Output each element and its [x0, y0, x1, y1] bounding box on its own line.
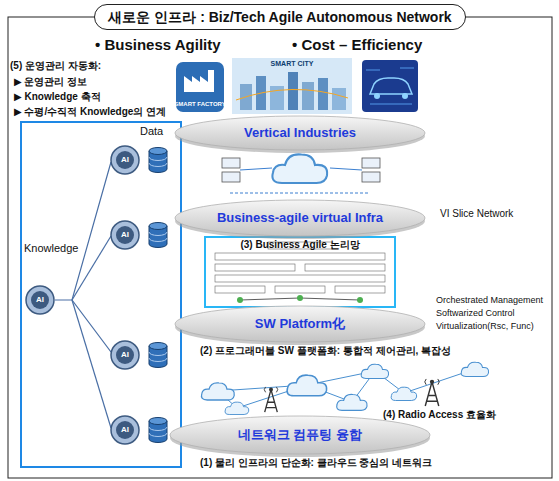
cloud-network-illustration-part	[361, 364, 388, 378]
connected-car-icon-part	[370, 78, 412, 94]
ai-icons	[26, 146, 139, 444]
cloud-network-illustration-part	[337, 394, 367, 410]
disc-face	[175, 116, 425, 150]
icon-caption: SMART FACTORY	[174, 101, 225, 108]
disc-face	[170, 416, 430, 454]
smart-city-image	[232, 58, 352, 114]
side-note: Virtualization(Rsc, Func)	[436, 321, 534, 331]
sw-platform-architecture-part	[215, 264, 295, 271]
sw-platform-architecture-part	[357, 297, 363, 303]
bullet-item: ▶ Knowledge 축적	[14, 91, 101, 103]
disc-face	[175, 306, 425, 342]
sw-platform-architecture-part	[275, 286, 325, 293]
layer-disc: SW Platform化(2) 프로그래머블 SW 플랫폼화: 통합적 제어관리…	[175, 306, 425, 342]
side-note: Orchestrated Management	[436, 295, 543, 305]
virtual-infra-illustration-part	[230, 193, 370, 194]
callout-text: (4) Radio Access 효율화	[383, 409, 496, 421]
virtual-infra-illustration-part	[272, 154, 327, 183]
ai-badge: AI	[121, 350, 129, 359]
knowledge-links-part	[72, 300, 111, 352]
database-icons-part	[149, 223, 167, 248]
icon-caption: SMART CITY	[271, 60, 314, 68]
layer-caption: (3) Business Agile 논리망	[240, 239, 359, 251]
virtual-infra-illustration-part	[362, 158, 380, 168]
knowledge-label: Knowledge	[24, 242, 78, 255]
smart-city-image-part	[288, 72, 298, 110]
cloud-network-illustration-part	[425, 379, 440, 406]
sw-platform-architecture-part	[215, 253, 385, 260]
database-icons-part	[149, 418, 167, 443]
virtual-infra-illustration-part	[362, 172, 380, 182]
database-icons-part	[149, 343, 167, 368]
connected-car-icon-part	[362, 60, 418, 112]
sw-platform-architecture-part	[305, 264, 385, 271]
ai-icons-part	[26, 286, 54, 314]
connected-car-icon-part	[402, 93, 408, 99]
cloud-network-illustration-part	[264, 387, 278, 412]
outer-frame	[8, 17, 552, 478]
layer-disc: Vertical Industries	[175, 116, 425, 150]
smart-city-image-part	[302, 82, 314, 110]
sw-platform-architecture-part	[237, 297, 243, 303]
layer-caption: (2) 프로그래머블 SW 플랫폼화: 통합적 제어관리, 복잡성	[200, 345, 451, 357]
ai-icons-part	[111, 221, 139, 249]
side-note: VI Slice Network	[440, 208, 513, 220]
connected-car-icon-part	[366, 68, 414, 104]
cloud-network-illustration-part	[287, 375, 327, 396]
diagram-title: 새로운 인프라 : Biz/Tech Agile Autonomous Netw…	[108, 9, 451, 25]
ai-icons-part	[111, 146, 139, 174]
layer-disc: 네트워크 컴퓨팅 융합(1) 물리 인프라의 단순화: 클라우드 중심의 네트워…	[170, 416, 430, 454]
database-icons-part	[149, 148, 167, 173]
cloud-network-illustration-part	[391, 387, 417, 400]
cloud-network-illustration-part	[225, 402, 249, 414]
side-note: Softwarized Control	[436, 308, 515, 318]
layer-name: Business-agile virtual Infra	[217, 211, 383, 226]
knowledge-links-part	[72, 300, 111, 428]
sw-platform-architecture-part	[335, 286, 385, 293]
database-icons	[149, 148, 167, 443]
sw-platform-architecture-part	[205, 237, 395, 307]
sw-platform-architecture-part	[215, 275, 385, 282]
disc-face	[175, 200, 425, 236]
sw-platform-architecture	[205, 237, 395, 307]
smart-city-image-part	[332, 88, 346, 110]
section-heading: • Cost – Efficiency	[292, 36, 422, 53]
knowledge-panel: DataKnowledge	[20, 121, 182, 468]
ai-badge: AI	[121, 230, 129, 239]
smart-city-image-part	[318, 78, 328, 110]
sw-platform-architecture-part	[215, 286, 265, 293]
layer-caption: (1) 물리 인프라의 단순화: 클라우드 중심의 네트워크	[200, 457, 432, 469]
layer-name: Vertical Industries	[244, 126, 356, 141]
outer-frame-part	[8, 17, 552, 478]
smart-factory-icon-part	[184, 70, 214, 92]
section-heading: • Business Agility	[95, 36, 221, 53]
layer-name: 네트워크 컴퓨팅 융합	[238, 428, 362, 443]
cloud-network-illustration-part	[461, 362, 488, 376]
bullet-item: ▶ 운영관리 정보	[14, 76, 87, 88]
title-box: 새로운 인프라 : Biz/Tech Agile Autonomous Netw…	[94, 4, 466, 30]
layer-disc: Business-agile virtual Infra(3) Business…	[175, 200, 425, 236]
feature-heading: (5) 운영관리 자동화:	[10, 60, 101, 72]
bullet-item: ▶ 수평/수직적 Knowledge의 연계	[14, 106, 166, 118]
knowledge-links	[55, 162, 111, 428]
smart-city-image-part	[236, 89, 348, 100]
ai-badge: AI	[121, 155, 129, 164]
virtual-infra-illustration	[222, 154, 380, 193]
ai-badge: AI	[36, 295, 44, 304]
data-label: Data	[140, 125, 163, 138]
virtual-infra-illustration-part	[222, 158, 240, 168]
knowledge-links-part	[55, 162, 111, 300]
virtual-infra-illustration-part	[222, 172, 240, 182]
layer-name: SW Platform化	[255, 317, 345, 332]
smart-city-image-part	[232, 58, 352, 114]
ai-icons-part	[111, 416, 139, 444]
cloud-network-illustration	[201, 362, 488, 414]
cloud-network-illustration-part	[201, 383, 234, 400]
connected-car-icon	[362, 60, 418, 112]
ai-icons-part	[111, 341, 139, 369]
connected-car-icon-part	[374, 93, 380, 99]
ai-badge: AI	[121, 425, 129, 434]
sw-platform-architecture-part	[297, 295, 303, 301]
